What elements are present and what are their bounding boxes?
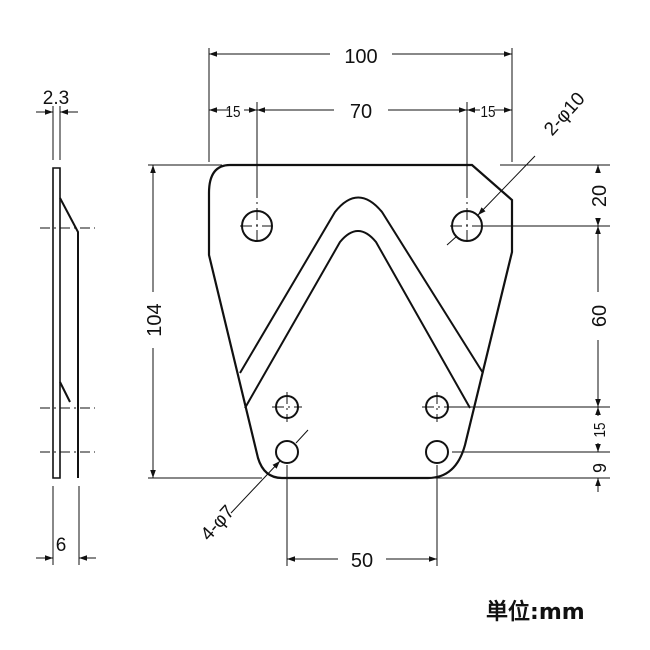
overall-width-label: 100 bbox=[344, 46, 377, 68]
side-offset-label: 6 bbox=[56, 535, 67, 556]
unit-separator: : bbox=[530, 600, 539, 625]
bottom-hole-dia-label: 4-φ7 bbox=[197, 502, 239, 546]
bottom-left-hole bbox=[275, 440, 299, 464]
hole-pitch-top-label: 70 bbox=[350, 101, 372, 123]
bracket-inner-v-rib bbox=[244, 230, 471, 409]
bottom-hole-leader bbox=[230, 429, 309, 514]
side-view-hidden-lines bbox=[40, 227, 95, 453]
side-view bbox=[52, 167, 79, 479]
height-label: 104 bbox=[144, 303, 166, 336]
hole-pitch-vertical-label: 60 bbox=[589, 305, 611, 327]
unit-label-text: 単位 bbox=[486, 600, 531, 625]
edge-right-label: 15 bbox=[481, 104, 496, 121]
bracket-outer-v-rib bbox=[239, 196, 484, 374]
bottom-hole-pitch-label: 50 bbox=[351, 550, 373, 572]
bottom-right-hole bbox=[425, 440, 449, 464]
top-offset-label: 20 bbox=[589, 185, 611, 207]
side-extension-lines bbox=[52, 106, 80, 565]
bracket-plate-outline bbox=[207, 163, 514, 480]
mounting-holes bbox=[241, 210, 483, 464]
thickness-label: 2.3 bbox=[43, 88, 69, 109]
edge-left-label: 15 bbox=[226, 104, 241, 121]
top-hole-dia-label: 2-φ10 bbox=[540, 89, 589, 140]
front-extension-lines bbox=[148, 48, 610, 566]
top-hole-leader bbox=[446, 155, 536, 246]
lower-hole-gap-label: 15 bbox=[592, 422, 609, 437]
bottom-offset-label: 9 bbox=[590, 463, 610, 473]
unit-value: mm bbox=[538, 600, 585, 625]
centerlines bbox=[240, 186, 484, 422]
unit-label: 単位:mm bbox=[486, 594, 585, 626]
